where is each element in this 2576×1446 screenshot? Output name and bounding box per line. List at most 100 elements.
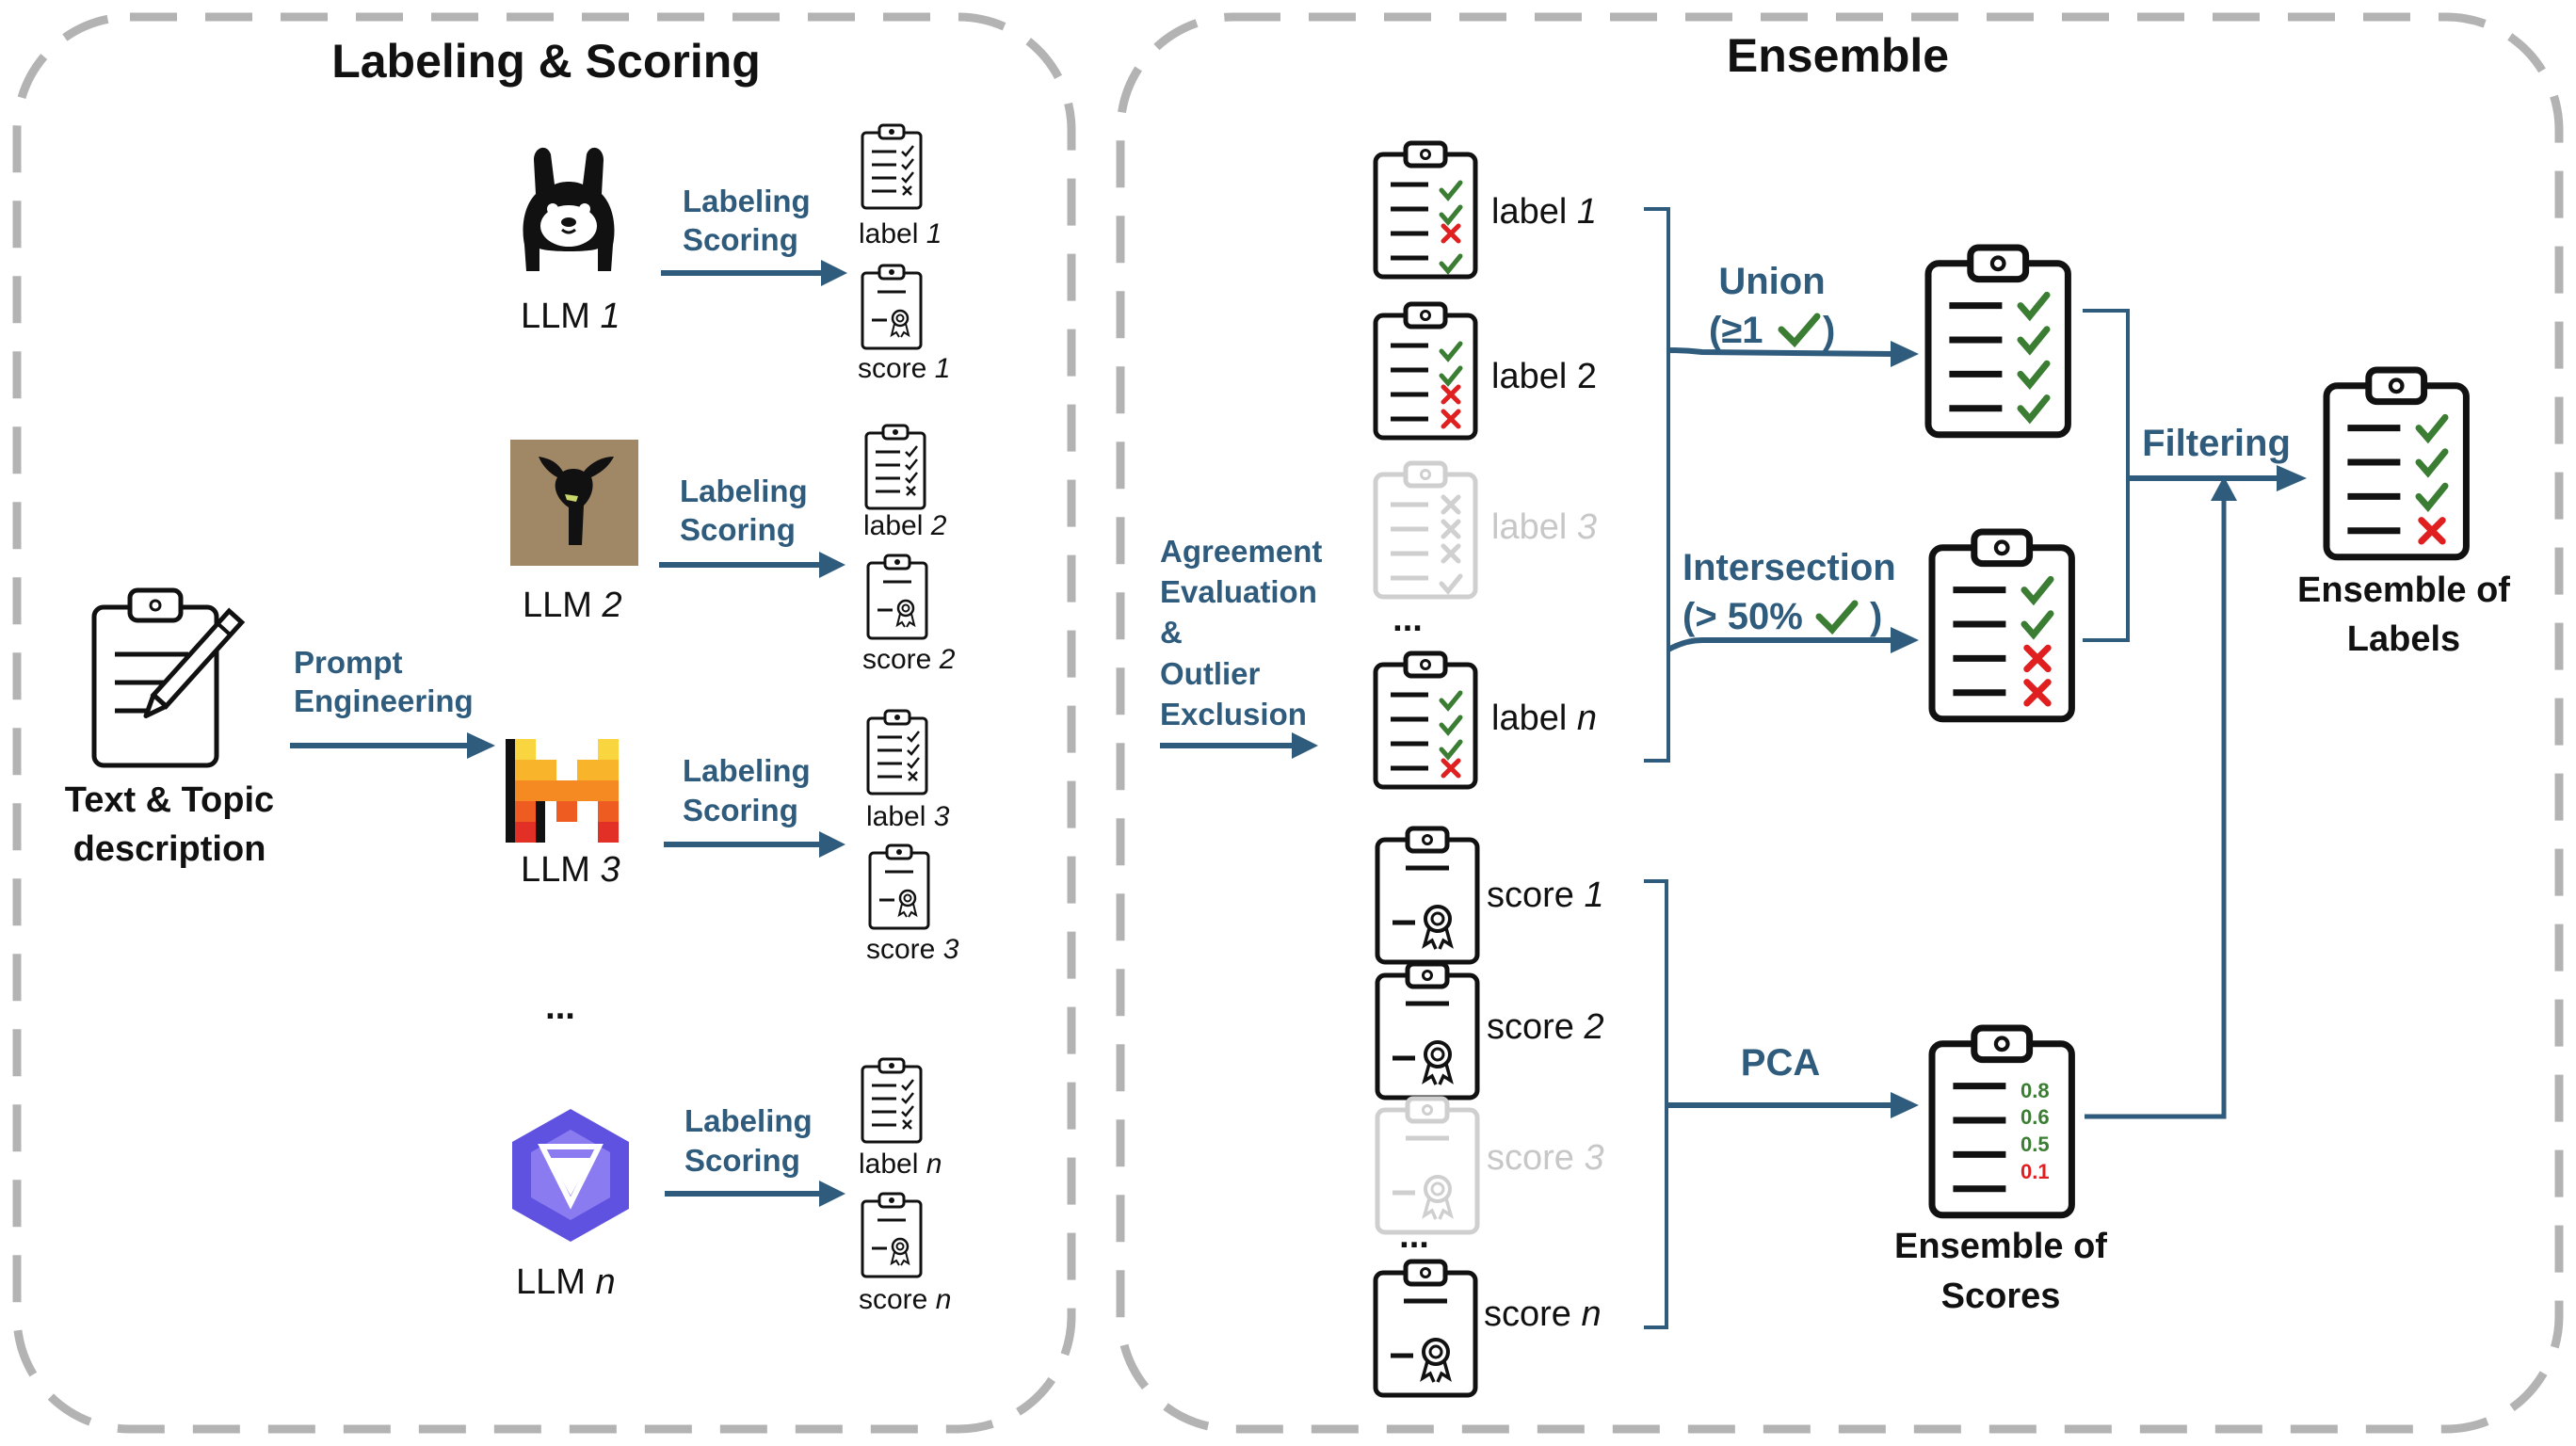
check-icon — [1778, 313, 1821, 348]
score-bracket — [1644, 879, 1668, 1329]
left-panel-title: Labeling & Scoring — [331, 35, 761, 88]
llm-output-label-3: label 3 — [866, 801, 950, 832]
score-clipboard-icon — [868, 844, 930, 930]
intersection-title: Intersection — [1682, 547, 1896, 588]
svg-text:Scoring: Scoring — [683, 222, 798, 257]
prompt-engineering-line1: Prompt — [294, 645, 403, 680]
svg-text:): ) — [1870, 596, 1882, 637]
union-rule: (≥1 ) — [1709, 310, 1835, 351]
label-bracket — [1644, 207, 1670, 763]
llm-output-label-1: label 1 — [859, 218, 942, 249]
llm-output-label-2: label 2 — [863, 510, 947, 541]
ensemble-label-1 — [1376, 143, 1475, 277]
input-label-line1: Text & Topic — [65, 780, 274, 820]
clipboard-pencil-icon — [91, 587, 246, 768]
ensemble-score-text-1: score 1 — [1487, 876, 1604, 915]
pca-value-2: 0.6 — [2021, 1105, 2050, 1129]
svg-text:Scoring: Scoring — [683, 793, 798, 827]
ensemble-score-3-faded — [1377, 1099, 1477, 1232]
deer-logo — [510, 440, 638, 566]
llm-ellipsis: ... — [545, 988, 575, 1027]
pca-value-1: 0.8 — [2021, 1079, 2050, 1102]
filtering-label: Filtering — [2142, 423, 2291, 464]
union-title: Union — [1718, 261, 1825, 302]
hex-knot-logo — [512, 1109, 629, 1242]
svg-text:): ) — [1823, 310, 1835, 351]
ensemble-score-1 — [1377, 828, 1477, 962]
ensemble-label-text-2: label 2 — [1491, 357, 1597, 396]
score-clipboard-icon — [866, 554, 928, 640]
llm-output-score-n: score n — [859, 1284, 951, 1315]
score-clipboard-icon — [861, 264, 923, 350]
union-result-clipboard — [1928, 248, 2068, 435]
svg-text:Labeling: Labeling — [683, 184, 811, 218]
intersection-rule: (> 50% ) — [1682, 596, 1882, 637]
ensemble-label-ellipsis: ... — [1393, 600, 1423, 639]
svg-text:Scoring: Scoring — [684, 1143, 800, 1178]
filtering-bracket — [2083, 309, 2130, 642]
ensemble-score-n — [1376, 1261, 1475, 1395]
right-panel-title: Ensemble — [1727, 29, 1949, 82]
llm-step-1: Labeling Scoring — [661, 184, 847, 286]
svg-text:Scoring: Scoring — [680, 512, 796, 547]
svg-text:Exclusion: Exclusion — [1160, 697, 1307, 731]
intersection-result-clipboard — [1932, 532, 2071, 719]
llm-output-label-n: label n — [859, 1149, 942, 1180]
prompt-engineering-line2: Engineering — [294, 683, 474, 718]
union-arrow — [1667, 347, 1893, 357]
llm-name-1: LLM 1 — [521, 297, 620, 336]
pca-value-3: 0.5 — [2021, 1133, 2050, 1156]
ensemble-label-n — [1376, 653, 1475, 787]
ensemble-label-text-n: label n — [1491, 699, 1597, 738]
ensemble-label-2 — [1376, 304, 1475, 438]
label-clipboard-icon — [864, 424, 926, 510]
score-clipboard-icon — [861, 1192, 923, 1278]
ensemble-label-text-1: label 1 — [1491, 192, 1597, 232]
pixel-m-logo — [506, 739, 619, 843]
pca-label: PCA — [1741, 1042, 1820, 1084]
svg-text:&: & — [1160, 615, 1183, 650]
ensemble-score-ellipsis: ... — [1399, 1216, 1429, 1256]
intersection-arrow — [1666, 637, 1891, 652]
ensemble-scores-clipboard — [1932, 1028, 2071, 1215]
scores-to-filtering-arrow — [2085, 499, 2227, 1119]
agreement-step: Agreement Evaluation & Outlier Exclusion — [1160, 534, 1322, 759]
label-clipboard-icon — [861, 123, 923, 210]
input-label-line2: description — [73, 829, 266, 869]
svg-text:Evaluation: Evaluation — [1160, 574, 1317, 609]
ensemble-label-3-faded — [1376, 463, 1475, 597]
llm-name-n: LLM n — [516, 1262, 616, 1302]
llama-logo — [523, 147, 615, 271]
llm-output-score-3: score 3 — [866, 934, 959, 965]
svg-text:(≥1: (≥1 — [1709, 310, 1763, 351]
ensemble-of-labels-line2: Labels — [2347, 619, 2460, 659]
ensemble-of-scores-line2: Scores — [1941, 1277, 2061, 1316]
pca-value-4: 0.1 — [2021, 1160, 2050, 1183]
svg-text:Labeling: Labeling — [680, 474, 808, 508]
llm-output-score-1: score 1 — [858, 353, 950, 384]
llm-name-2: LLM 2 — [523, 586, 622, 625]
ensemble-score-2 — [1377, 964, 1477, 1098]
llm-output-score-2: score 2 — [862, 644, 956, 675]
ensemble-of-scores-line1: Ensemble of — [1894, 1227, 2107, 1266]
right-panel-frame — [1116, 12, 2564, 1434]
svg-text:Outlier: Outlier — [1160, 656, 1261, 691]
ensemble-score-text-n: score n — [1484, 1294, 1602, 1334]
svg-text:Labeling: Labeling — [683, 753, 811, 788]
check-icon — [1815, 600, 1859, 635]
prompt-engineering-arrow — [290, 732, 495, 759]
ensemble-label-text-3: label 3 — [1491, 507, 1597, 547]
ensemble-score-text-3: score 3 — [1487, 1138, 1604, 1178]
svg-text:Labeling: Labeling — [684, 1103, 813, 1138]
svg-text:Agreement: Agreement — [1160, 534, 1322, 569]
ensemble-of-labels-line1: Ensemble of — [2297, 570, 2510, 610]
llm-step-3: Labeling Scoring — [664, 753, 845, 858]
llm-step-2: Labeling Scoring — [659, 474, 845, 578]
svg-text:(> 50%: (> 50% — [1682, 596, 1803, 637]
llm-step-n: Labeling Scoring — [665, 1103, 845, 1207]
label-clipboard-icon — [866, 709, 928, 795]
ensemble-score-text-2: score 2 — [1487, 1007, 1604, 1047]
label-clipboard-icon — [861, 1057, 923, 1144]
ensemble-of-labels-clipboard — [2326, 370, 2466, 557]
